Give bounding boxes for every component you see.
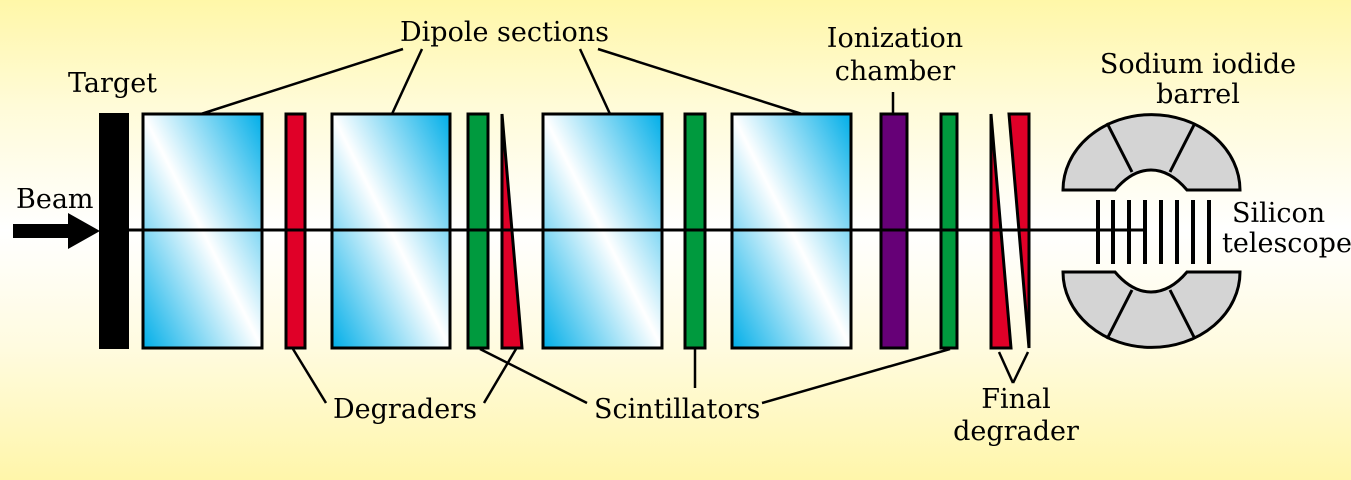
sodium-iodide-barrel xyxy=(1061,113,1242,349)
label-degraders: Degraders xyxy=(333,394,477,425)
silicon-telescope xyxy=(1096,200,1211,264)
label-silicon-line2: telescope xyxy=(1222,228,1351,259)
label-ionization-line2: chamber xyxy=(835,56,955,87)
label-silicon-line1: Silicon xyxy=(1232,198,1325,229)
label-dipole-sections: Dipole sections xyxy=(400,17,609,48)
beam-arrow-icon xyxy=(13,213,100,249)
label-target: Target xyxy=(68,68,157,99)
label-final-line1: Final xyxy=(981,384,1051,415)
label-scintillators: Scintillators xyxy=(594,394,760,425)
label-sodium-line2: barrel xyxy=(1156,79,1240,110)
label-sodium-line1: Sodium iodide xyxy=(1100,49,1296,80)
leader-lines xyxy=(200,47,1030,405)
label-final-line2: degrader xyxy=(953,416,1079,447)
label-ionization-line1: Ionization xyxy=(827,23,963,54)
label-beam: Beam xyxy=(16,184,94,215)
